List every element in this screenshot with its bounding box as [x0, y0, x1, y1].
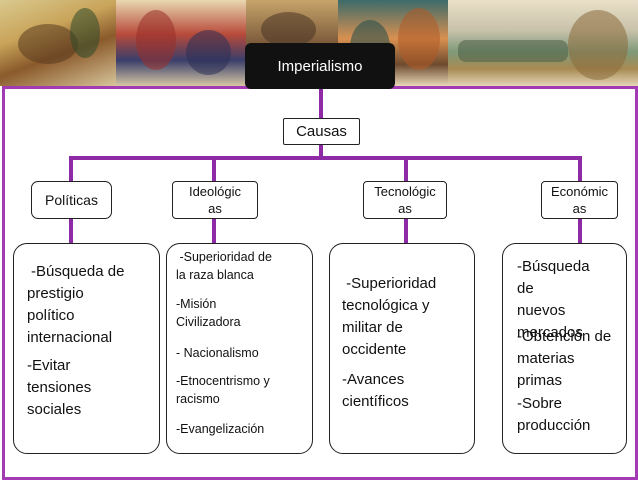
category-label-line1: Económic [550, 184, 609, 199]
text-line: tensiones [27, 379, 92, 396]
text-line: científicos [342, 393, 409, 410]
connector-to-economicas [578, 156, 582, 181]
category-ideologicas: Ideológic as [172, 181, 258, 219]
text-line: -Superioridad [342, 275, 437, 292]
banner-image-1 [0, 0, 116, 86]
title-node: Imperialismo [245, 43, 395, 89]
detail-ideologicas [166, 243, 313, 454]
text-line: prestigio [27, 285, 84, 302]
ideologicas-item-5: -Evangelización [176, 420, 311, 438]
connector-causas-bus [319, 145, 323, 159]
text-line: internacional [27, 329, 113, 346]
connector-ideologicas-detail [212, 219, 216, 243]
text-line: -Sobre [517, 395, 563, 412]
text-line: -Evangelización [176, 422, 265, 436]
connector-politicas-detail [69, 219, 73, 243]
connector-to-ideologicas [212, 156, 216, 181]
connector-horizontal-bus [69, 156, 582, 160]
connector-to-politicas [69, 156, 73, 181]
category-economicas: Económic as [541, 181, 618, 219]
text-line: -Misión [176, 297, 217, 311]
connector-economicas-detail [578, 219, 582, 243]
politicas-item-1: -Búsqueda de prestigio político internac… [27, 261, 157, 349]
banner-image-2 [116, 0, 246, 86]
category-label-line2: as [208, 201, 222, 216]
text-line: occidente [342, 341, 407, 358]
tecnologicas-item-1: -Superioridad tecnológica y militar de o… [342, 273, 472, 361]
text-line: tecnológica y [342, 297, 430, 314]
detail-economicas [502, 243, 627, 454]
economicas-item-1: -Búsqueda de nuevos mercados [517, 256, 621, 344]
category-politicas: Políticas [31, 181, 112, 219]
text-line: mercados [517, 324, 583, 341]
text-line: -Superioridad de [176, 250, 272, 264]
category-label-line2: as [398, 201, 412, 216]
ideologicas-item-1: -Superioridad de la raza blanca [176, 248, 311, 284]
category-tecnologicas: Tecnológic as [363, 181, 447, 219]
text-line-justified: de nuevos [517, 278, 621, 322]
politicas-item-2: -Evitar tensiones sociales [27, 355, 157, 421]
banner-image-5 [448, 0, 638, 86]
text-line: materias [517, 350, 575, 367]
text-line: -Búsqueda de [31, 263, 125, 280]
text-line: -Obtención de [517, 328, 612, 345]
connector-tecnologicas-detail [404, 219, 408, 243]
tecnologicas-item-2: -Avances científicos [342, 369, 472, 413]
text-line: primas [517, 372, 563, 389]
text-line: Civilizadora [176, 315, 241, 329]
text-line: militar de [342, 319, 403, 336]
detail-tecnologicas [329, 243, 475, 454]
economicas-item-2: -Obtención de materias primas [517, 326, 627, 392]
text-line: producción [517, 417, 591, 434]
text-line: político [27, 307, 75, 324]
causes-label: Causas [296, 123, 347, 140]
category-label-line1: Tecnológic [374, 184, 436, 199]
causes-node: Causas [283, 118, 360, 145]
ideologicas-item-2: -Misión Civilizadora [176, 295, 311, 331]
text-line: -Búsqueda [517, 258, 590, 275]
text-line: - Nacionalismo [176, 346, 259, 360]
ideologicas-item-4: -Etnocentrismo y racismo [176, 372, 311, 408]
category-label-line1: Ideológic [188, 184, 242, 199]
connector-to-tecnologicas [404, 156, 408, 181]
ideologicas-item-3: - Nacionalismo [176, 344, 311, 362]
category-label-line2: as [572, 201, 587, 216]
detail-politicas [13, 243, 160, 454]
text-line: -Avances [342, 371, 405, 388]
text-line: la raza blanca [176, 268, 254, 282]
connector-title-causas [319, 89, 323, 118]
economicas-item-3: -Sobre producción [517, 393, 627, 437]
category-label: Políticas [45, 191, 98, 208]
text-line: -Evitar [27, 357, 71, 374]
text-line: -Etnocentrismo y [176, 374, 270, 388]
text-line: de nuevos [517, 280, 566, 319]
title-text: Imperialismo [277, 57, 363, 75]
text-line: racismo [176, 392, 220, 406]
text-line: sociales [27, 401, 82, 418]
